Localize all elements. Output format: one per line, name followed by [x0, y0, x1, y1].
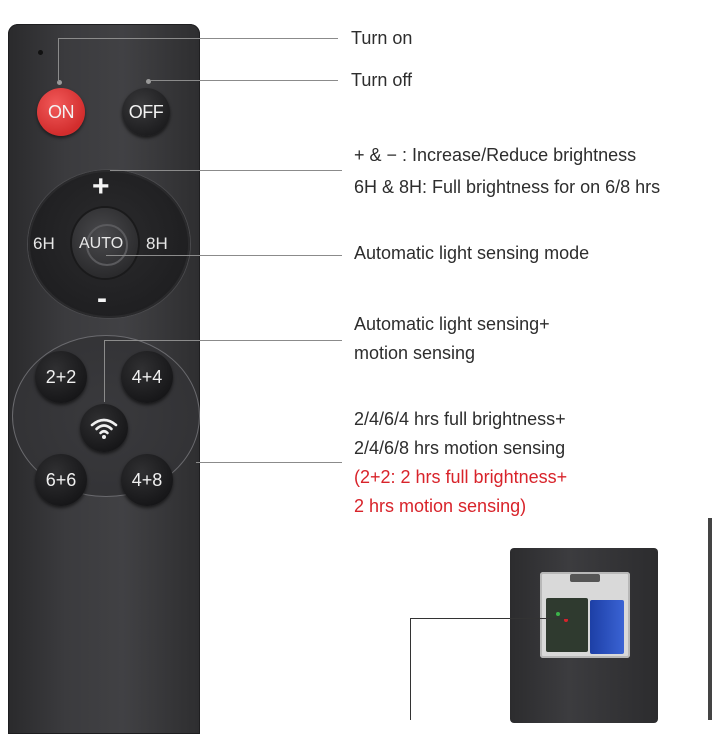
- motion-mode-button[interactable]: [80, 404, 128, 452]
- leader-turn-off: [150, 80, 338, 81]
- leader-battery: [410, 618, 570, 619]
- mode-6-6-label: 6+6: [45, 469, 77, 490]
- label-example-1: (2+2: 2 hrs full brightness+: [354, 467, 568, 487]
- on-indicator-led: [57, 80, 62, 85]
- off-button-label: OFF: [128, 101, 164, 122]
- mode-2-2-button[interactable]: 2+2: [35, 351, 87, 403]
- leader-on-vertical: [58, 38, 59, 82]
- circuit-board: [546, 598, 588, 652]
- label-hours-1: 2/4/6/4 hrs full brightness+: [354, 409, 566, 429]
- mode-4-4-button[interactable]: 4+4: [121, 351, 173, 403]
- leader-brightness: [110, 170, 342, 171]
- off-button[interactable]: OFF: [122, 88, 170, 136]
- label-brightness-2: 6H & 8H: Full brightness for on 6/8 hrs: [354, 177, 661, 197]
- label-auto-motion-1: Automatic light sensing+: [354, 314, 550, 334]
- eight-hour-button[interactable]: 8H: [146, 234, 168, 253]
- leader-battery-vertical: [410, 618, 411, 720]
- label-auto-mode: Automatic light sensing mode: [354, 243, 590, 263]
- leader-motion-vertical: [104, 340, 105, 402]
- wifi-signal-icon: [90, 418, 118, 439]
- mode-6-6-button[interactable]: 6+6: [35, 454, 87, 506]
- leader-hours: [196, 462, 342, 463]
- six-hour-button[interactable]: 6H: [33, 234, 55, 253]
- label-brightness-1: + & − : Increase/Reduce brightness: [354, 145, 637, 165]
- leader-turn-on: [58, 38, 338, 39]
- reduce-brightness-button[interactable]: -: [97, 282, 107, 315]
- mode-4-4-label: 4+4: [131, 366, 163, 387]
- pcb-led-green: [556, 612, 560, 616]
- leader-auto: [106, 255, 342, 256]
- on-button[interactable]: ON: [37, 88, 85, 136]
- label-hours-2: 2/4/6/8 hrs motion sensing: [354, 438, 566, 458]
- label-turn-off: Turn off: [351, 70, 413, 90]
- compartment-latch: [570, 574, 600, 582]
- auto-button-ring: [86, 224, 128, 266]
- auto-button-label: AUTO: [79, 235, 124, 252]
- mode-4-8-button[interactable]: 4+8: [121, 454, 173, 506]
- off-indicator-led: [146, 79, 151, 84]
- leader-auto-motion: [104, 340, 342, 341]
- label-turn-on: Turn on: [351, 28, 413, 48]
- label-example-2: 2 hrs motion sensing): [354, 496, 527, 516]
- pcb-led-red: [564, 618, 568, 622]
- frame-edge: [708, 518, 712, 720]
- sensor-dot: [38, 50, 43, 55]
- mode-2-2-label: 2+2: [45, 366, 77, 387]
- battery-icon: [590, 600, 624, 654]
- increase-brightness-button[interactable]: +: [92, 170, 110, 203]
- mode-4-8-label: 4+8: [131, 469, 163, 490]
- label-auto-motion-2: motion sensing: [354, 343, 476, 363]
- on-button-label: ON: [48, 101, 75, 122]
